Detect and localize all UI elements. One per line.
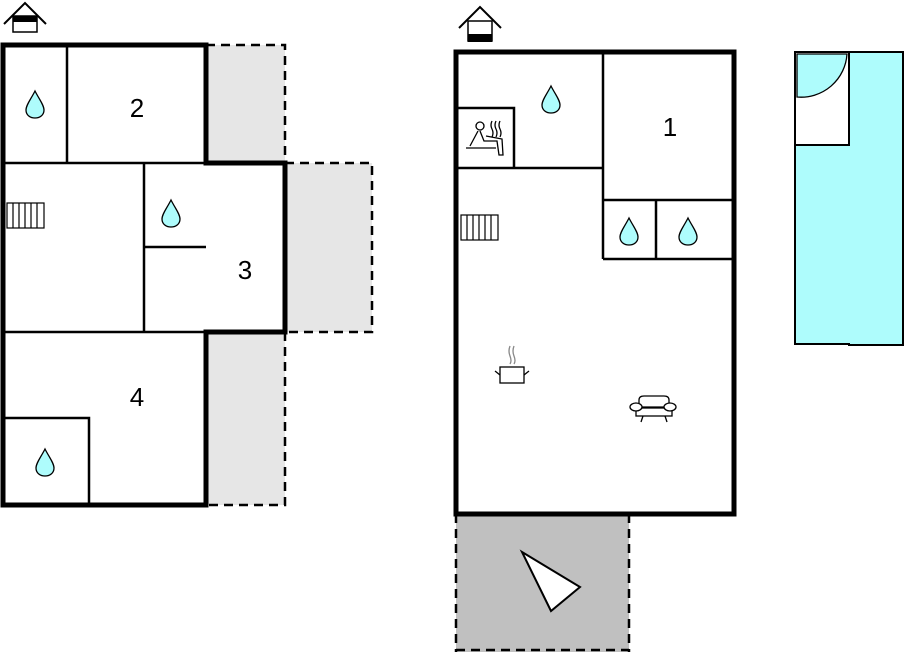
terrace-top: [206, 45, 285, 163]
stairs-icon: [460, 214, 499, 241]
pool: [794, 51, 904, 346]
bathroom-drop-icon: [619, 217, 639, 246]
sauna-icon: [466, 120, 504, 156]
sun-direction-icon: [519, 549, 582, 613]
room-2-label: 2: [130, 93, 144, 123]
entrance-icon: [458, 5, 502, 42]
bathroom-drop-icon: [161, 199, 181, 228]
walls: [453, 49, 737, 517]
entrance-icon: [3, 1, 47, 33]
stairs-icon: [6, 202, 45, 229]
room-3-label: 3: [238, 255, 252, 285]
sofa-icon: [629, 395, 677, 423]
right-floor: 1: [453, 5, 737, 652]
bathroom-drop-icon: [541, 85, 561, 114]
terraces: [206, 43, 374, 507]
walls: [0, 42, 288, 508]
terrace-bottom: [206, 332, 285, 505]
bathroom-drop-icon: [25, 90, 45, 119]
terrace-middle: [285, 163, 372, 332]
door-swing-icon: [796, 53, 848, 98]
bathroom-drop-icon: [678, 217, 698, 246]
terrace-south: [454, 514, 631, 652]
room-1-label: 1: [663, 112, 677, 142]
bathroom-drop-icon: [35, 448, 55, 477]
left-floor: 2 3 4: [0, 1, 374, 508]
kitchen-icon: [494, 345, 530, 384]
room-4-label: 4: [130, 382, 144, 412]
